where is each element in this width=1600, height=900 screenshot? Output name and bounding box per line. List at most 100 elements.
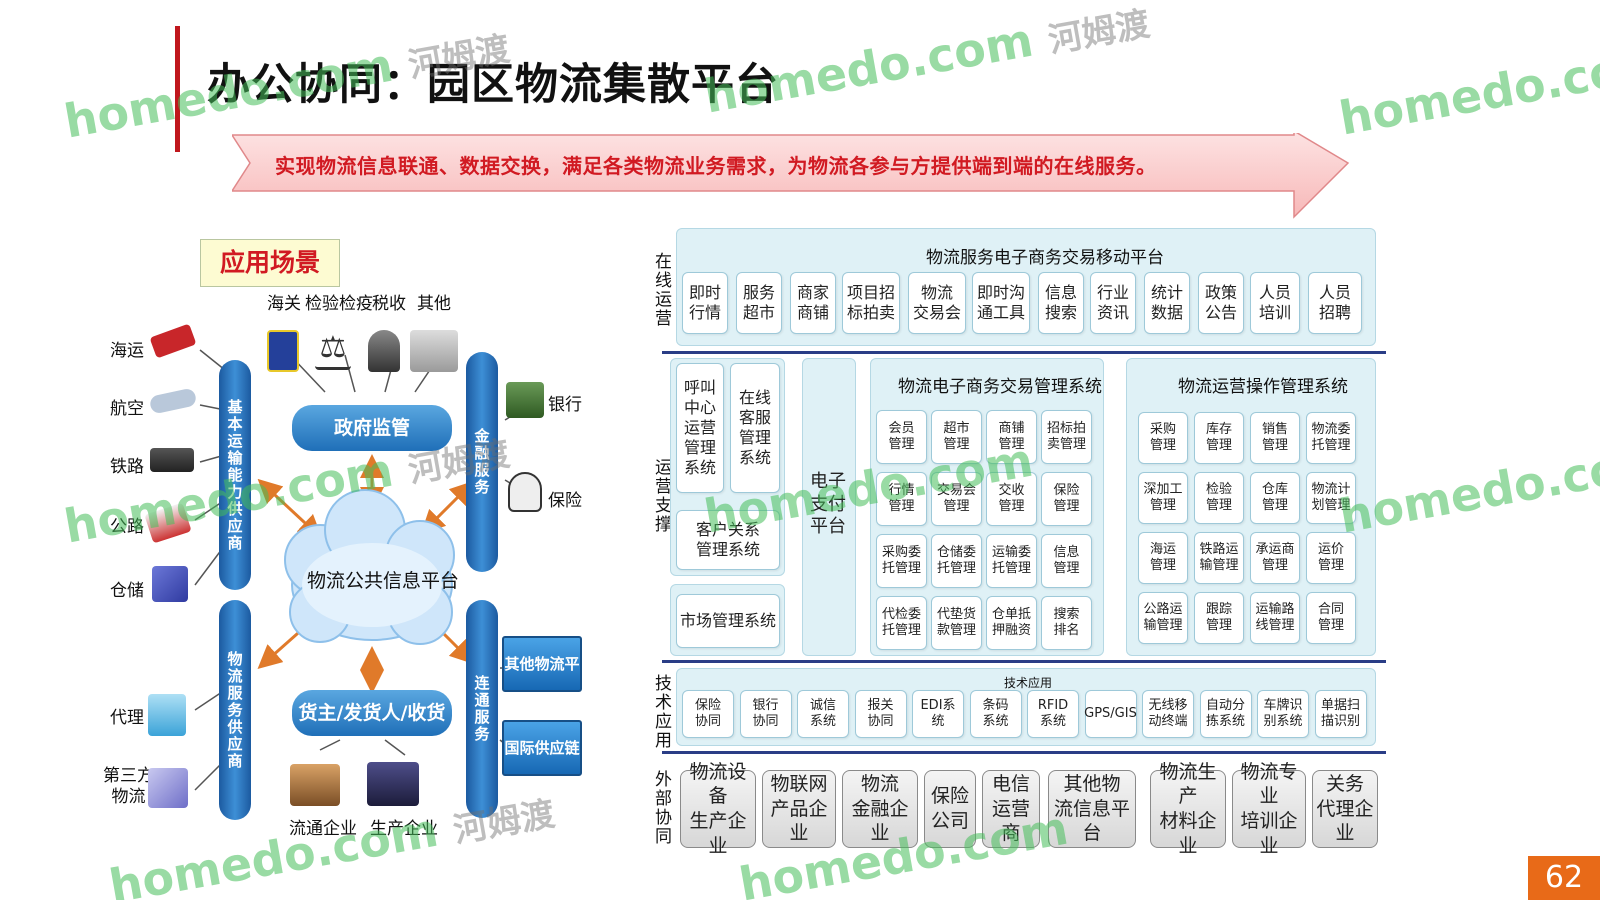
market-system: 市场管理系统 [676,594,780,648]
cash-icon [506,382,544,418]
layer-divider [662,660,1386,663]
label-tax: 税收 [372,294,406,314]
label-rail: 铁路 [110,457,144,477]
tech-cell: 银行 协同 [739,690,792,738]
label-road: 公路 [110,517,144,537]
tech-cell: 自动分 拣系统 [1199,690,1252,738]
warehouse-icon [152,566,188,602]
opsys-cell: 物流委 托管理 [1306,412,1356,464]
label-3pl: 第三方 物流 [103,766,154,808]
opsys-cell: 物流计 划管理 [1306,472,1356,524]
online-cell: 人员 培训 [1250,272,1300,334]
ecom-cell: 保险 管理 [1041,472,1092,526]
online-cell: 项目招 标拍卖 [842,272,900,334]
external-cell: 保险 公司 [924,770,976,848]
label-distribution: 流通企业 [289,819,357,839]
international-supply-chain: 国际供应链 [502,720,582,776]
gov-regulation: 政府监管 [292,405,452,451]
ecom-cell: 交易会 管理 [931,472,982,526]
label-sea: 海运 [110,341,144,361]
opsys-cell: 仓库 管理 [1250,472,1300,524]
online-cell: 商家 商铺 [790,272,836,334]
tech-cell: 报关 协同 [854,690,907,738]
external-cell: 物流设备 生产企业 [680,761,756,857]
online-cs-system: 在线 客服 管理 系统 [730,363,780,493]
ecom-cell: 行情 管理 [876,472,927,526]
online-cell: 即时沟 通工具 [972,272,1030,334]
online-cell: 统计 数据 [1144,272,1190,334]
layer-label-ops: 运营支撑 [651,458,671,534]
opsys-cell: 库存 管理 [1194,412,1244,464]
label-bank: 银行 [548,395,582,415]
opsys-cell: 铁路运 输管理 [1194,532,1244,584]
ecom-cell: 会员 管理 [876,410,927,464]
online-cell: 服务 超市 [736,272,782,334]
external-cell: 其他物 流信息平台 [1048,770,1136,848]
online-cell: 政策 公告 [1198,272,1244,334]
officer-icon [368,330,400,372]
shipper-consignee: 货主/发货人/收货人 [292,690,452,770]
opsys-cell: 跟踪 管理 [1194,592,1244,644]
tech-cell: 车牌识 别系统 [1257,690,1309,738]
online-cell: 信息 搜索 [1038,272,1084,334]
online-cell: 物流 交易会 [908,272,966,334]
layer-label-external: 外部协同 [651,770,671,846]
ecom-cell: 搜索 排名 [1041,596,1092,650]
external-cell: 关务 代理企业 [1312,770,1378,848]
opsys-cell: 检验 管理 [1194,472,1244,524]
external-cell: 物流 金融企业 [842,770,918,848]
page-title: 办公协同：园区物流集散平台 [207,60,779,110]
layer-label-tech: 技术应用 [651,674,671,750]
crm-system: 客户关系 管理系统 [676,510,780,570]
tech-cell: RFID 系统 [1027,690,1079,738]
tech-cell: 无线移 动终端 [1142,690,1194,738]
e-payment-platform: 电子 支付 平台 [810,471,846,538]
tech-cell: EDI系 统 [912,690,964,738]
ecom-cell: 超市 管理 [931,410,982,464]
online-cell: 人员 招聘 [1308,272,1362,334]
public-info-platform: 物流公共信息平台 [307,570,460,592]
ecom-title: 物流电子商务交易管理系统 [898,377,1102,397]
pill-connect: 连通服务 [466,600,498,818]
tech-title: 技术应用 [1004,676,1053,690]
opsys-cell: 深加工 管理 [1138,472,1188,524]
other-logistics-platform: 其他物流平台 [502,636,582,725]
payment-panel [802,358,856,656]
online-layer-title: 物流服务电子商务交易移动平台 [926,248,1164,268]
layer-divider [662,351,1386,354]
tech-cell: GPS/GIS [1084,690,1137,738]
label-customs: 海关 [267,294,301,314]
customs-icon [267,330,299,372]
title-accent-bar [175,26,180,152]
pill-finance: 金融服务 [466,352,498,572]
tech-cell: 条码 系统 [969,690,1022,738]
tech-cell: 单据扫 描识别 [1314,690,1367,738]
capitol-icon [410,330,458,372]
opsys-title: 物流运营操作管理系统 [1178,377,1348,397]
opsys-cell: 承运商 管理 [1250,532,1300,584]
banner-text: 实现物流信息联通、数据交换，满足各类物流业务需求，为物流各参与方提供端到端的在线… [275,154,1157,178]
label-insurance: 保险 [548,491,582,511]
external-cell: 电信 运营商 [982,770,1040,848]
tech-cell: 诚信 系统 [797,690,849,738]
online-cell: 即时 行情 [682,272,728,334]
ecom-cell: 商铺 管理 [986,410,1037,464]
factory-icon [367,762,419,806]
3pl-icon [148,768,188,808]
label-other: 其他 [417,294,451,314]
agent-building-icon [148,694,186,736]
opsys-cell: 运输路 线管理 [1250,592,1300,644]
scales-icon: ⚖ [315,330,351,370]
label-warehouse: 仓储 [110,581,144,601]
online-cell: 行业 资讯 [1090,272,1136,334]
distribution-company-icon [290,764,340,806]
ecom-cell: 代检委 托管理 [876,596,927,650]
ecom-cell: 信息 管理 [1041,534,1092,588]
ecom-cell: 交收 管理 [986,472,1037,526]
parachute-icon [508,472,542,512]
page-number: 62 [1528,856,1600,900]
layer-label-online: 在线运营 [651,252,671,328]
label-agent: 代理 [110,708,144,728]
external-cell: 物流生产 材料企业 [1150,761,1226,857]
external-cell: 物联网 产品企业 [762,770,836,848]
